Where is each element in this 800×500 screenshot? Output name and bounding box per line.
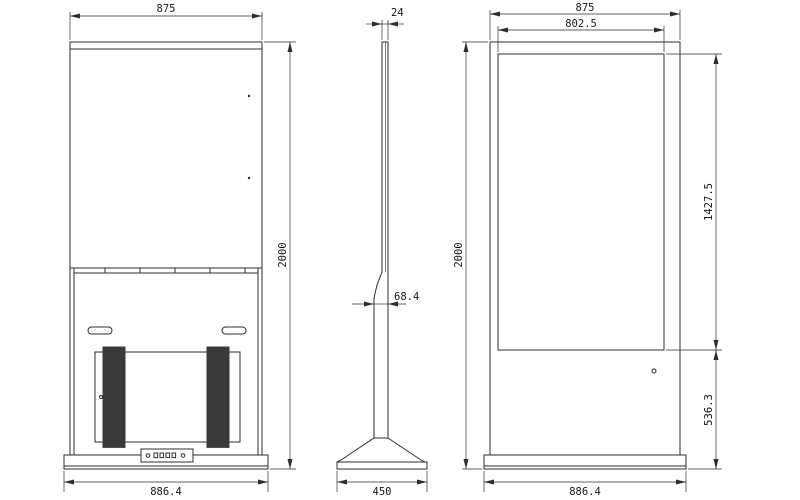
screen-outline	[497, 53, 665, 351]
front-base	[483, 454, 687, 470]
dim-side-thickness-mid: 68.4	[394, 291, 419, 303]
handle-slot-right	[221, 326, 247, 335]
vent-panel	[94, 351, 241, 443]
dim-front-height: 2000	[453, 242, 465, 267]
hinge-ticks	[104, 267, 246, 274]
power-button-dot	[651, 368, 657, 374]
vent-hole	[99, 395, 103, 399]
rear-view-dimensions: 875 2000 886.4	[63, 3, 296, 498]
side-foot-flare	[336, 437, 426, 463]
dim-front-screen-width: 802.5	[565, 18, 597, 30]
screw-icon	[247, 94, 251, 98]
side-back-edge	[373, 41, 383, 439]
front-view-dimensions: 875 802.5 2000 1427.5 536.3 886.4	[453, 2, 722, 498]
front-view	[483, 41, 687, 470]
dim-side-base-depth: 450	[373, 486, 392, 498]
rear-compartment	[73, 267, 259, 456]
rear-view	[63, 41, 269, 470]
side-view	[336, 41, 428, 470]
dim-front-screen-height: 1427.5	[703, 183, 715, 221]
front-body-outline	[489, 41, 681, 456]
dim-front-lower-height: 536.3	[703, 394, 715, 426]
control-panel	[140, 448, 194, 463]
handle-slot-left	[87, 326, 113, 335]
dim-side-thickness-top: 24	[391, 7, 404, 19]
dim-front-width-bottom: 886.4	[569, 486, 601, 498]
dim-rear-width-top: 875	[157, 3, 176, 15]
side-view-dimensions: 24 68.4 450	[336, 7, 428, 498]
dim-front-width-top: 875	[576, 2, 595, 14]
dim-rear-width-bottom: 886.4	[150, 486, 182, 498]
dim-rear-height: 2000	[277, 242, 289, 267]
screw-icon	[247, 176, 251, 180]
rear-body-outline	[69, 41, 263, 456]
side-base-plate	[336, 461, 428, 470]
